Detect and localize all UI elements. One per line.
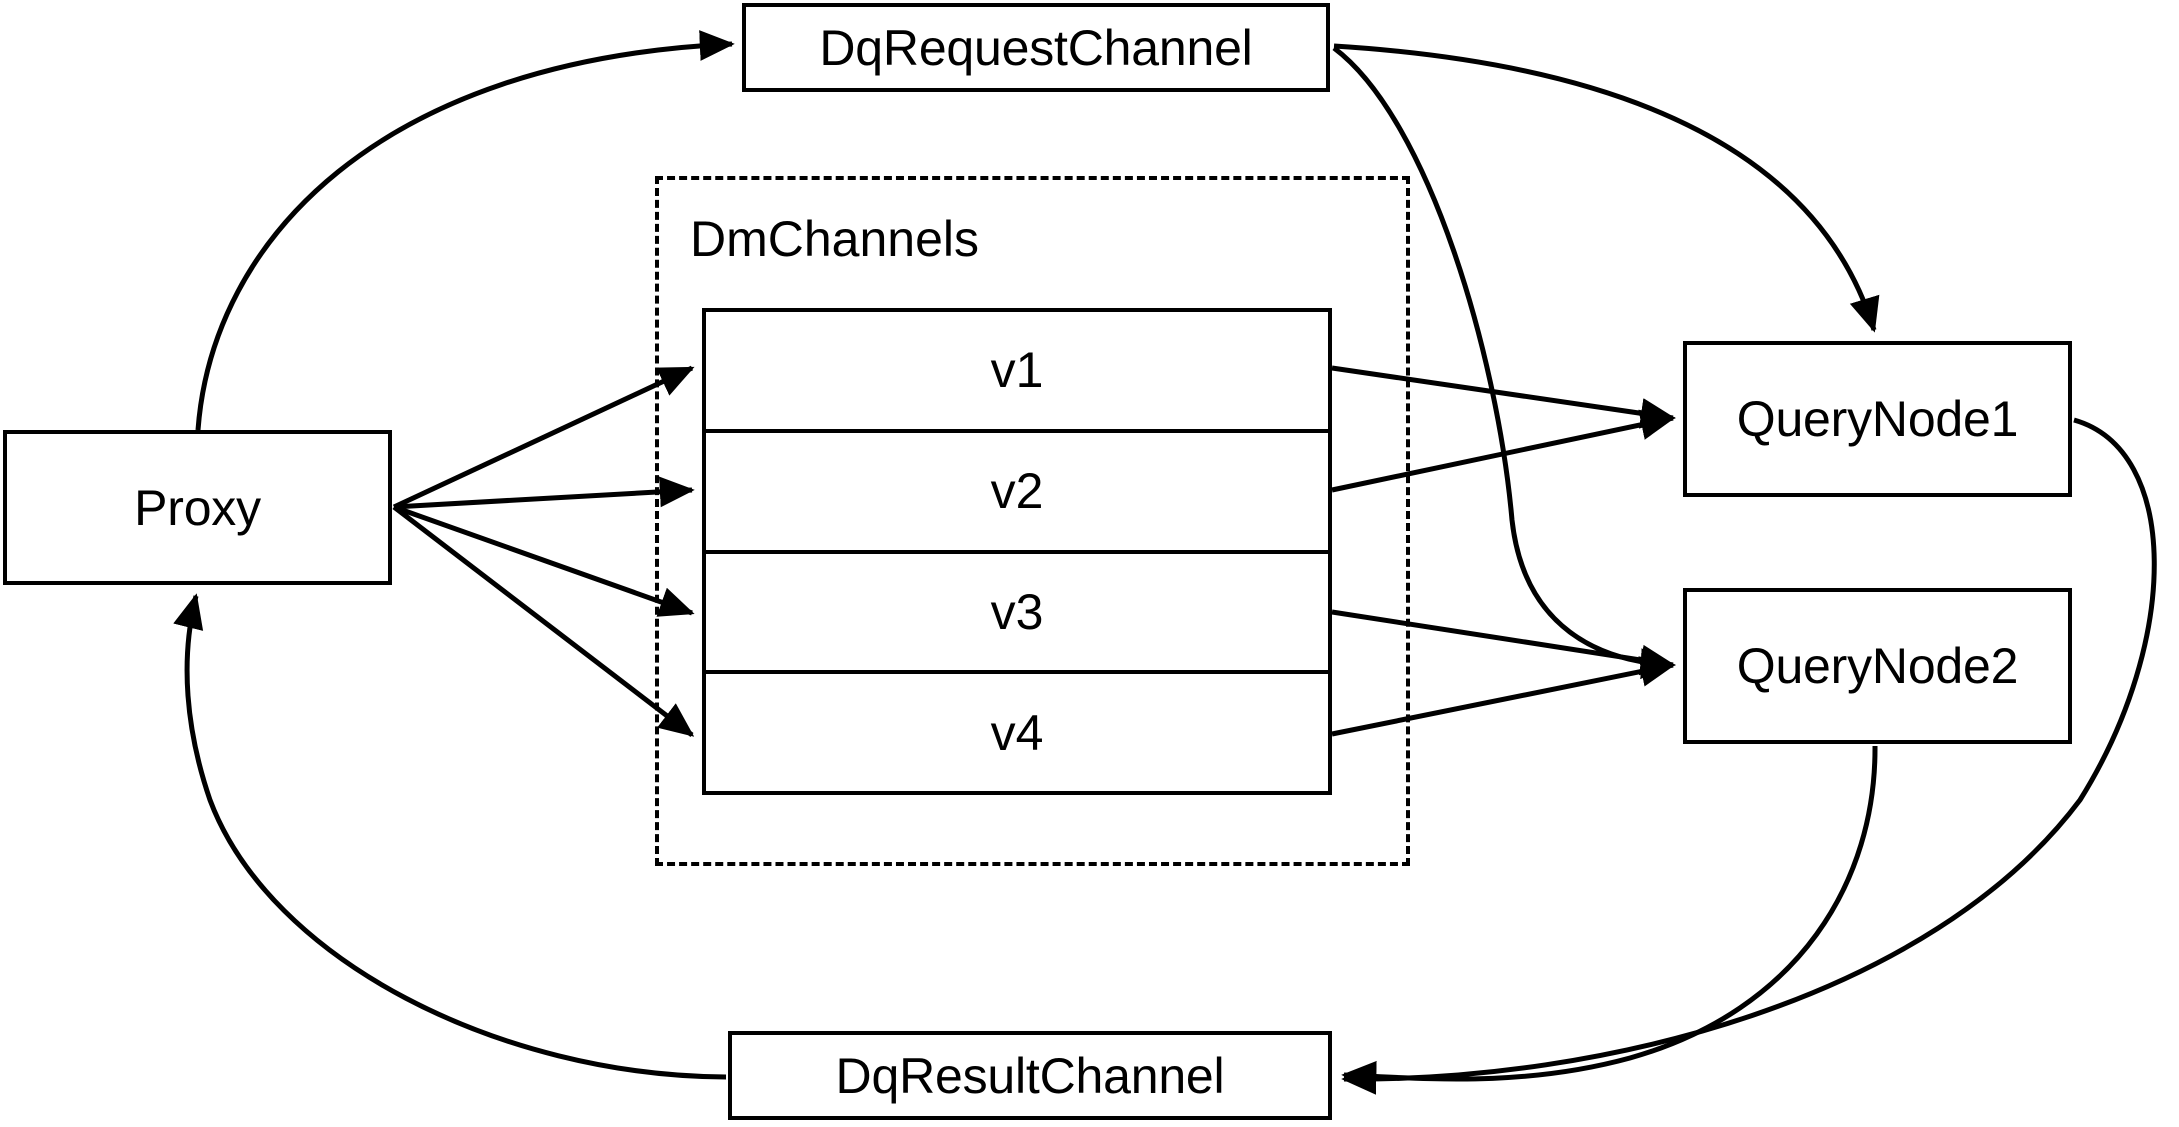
node-dq-request-channel[interactable]: DqRequestChannel <box>742 3 1330 92</box>
edge-proxy-to-v1 <box>392 365 695 510</box>
edge-proxy-to-v4 <box>392 505 695 737</box>
edge-proxy-to-v3 <box>393 504 695 617</box>
node-dq-result-channel-label: DqResultChannel <box>835 1047 1225 1104</box>
dmchannels-group <box>655 176 1410 866</box>
edge-dqresultchannel-to-proxy <box>173 593 727 1080</box>
node-query-node-2[interactable]: QueryNode2 <box>1683 588 2072 744</box>
vchannel-table: v1 v2 v3 v4 <box>702 308 1332 795</box>
vchannel-row-v3[interactable]: v3 <box>706 554 1328 675</box>
dmchannels-group-label: DmChannels <box>690 211 980 267</box>
node-query-node-2-label: QueryNode2 <box>1736 638 2019 694</box>
edge-proxy-to-v2 <box>393 476 695 510</box>
edge-v3-to-querynode2 <box>1331 609 1676 676</box>
vchannel-label: v4 <box>990 704 1044 761</box>
node-query-node-1[interactable]: QueryNode1 <box>1683 341 2072 497</box>
node-proxy-label: Proxy <box>134 479 261 536</box>
node-query-node-1-label: QueryNode1 <box>1736 391 2019 447</box>
vchannel-row-v2[interactable]: v2 <box>706 433 1328 554</box>
edge-dqrequestchannel-to-querynode2 <box>1332 46 1676 680</box>
node-proxy[interactable]: Proxy <box>3 430 392 585</box>
edge-v2-to-querynode1 <box>1331 409 1676 493</box>
edge-v1-to-querynode1 <box>1331 365 1676 429</box>
vchannel-label: v2 <box>990 463 1044 520</box>
vchannel-row-v4[interactable]: v4 <box>706 674 1328 791</box>
node-dq-request-channel-label: DqRequestChannel <box>819 19 1253 76</box>
vchannel-label: v1 <box>990 342 1044 399</box>
edge-v4-to-querynode2 <box>1331 656 1676 737</box>
edge-querynode1-to-dqresultchannel <box>1341 417 2157 1095</box>
edge-querynode2-to-dqresultchannel <box>1341 745 1878 1092</box>
edge-dqrequestchannel-to-querynode1 <box>1333 43 1880 333</box>
vchannel-row-v1[interactable]: v1 <box>706 312 1328 433</box>
node-dq-result-channel[interactable]: DqResultChannel <box>728 1031 1332 1120</box>
edge-proxy-to-dqrequestchannel <box>195 30 735 431</box>
vchannel-label: v3 <box>990 583 1044 640</box>
